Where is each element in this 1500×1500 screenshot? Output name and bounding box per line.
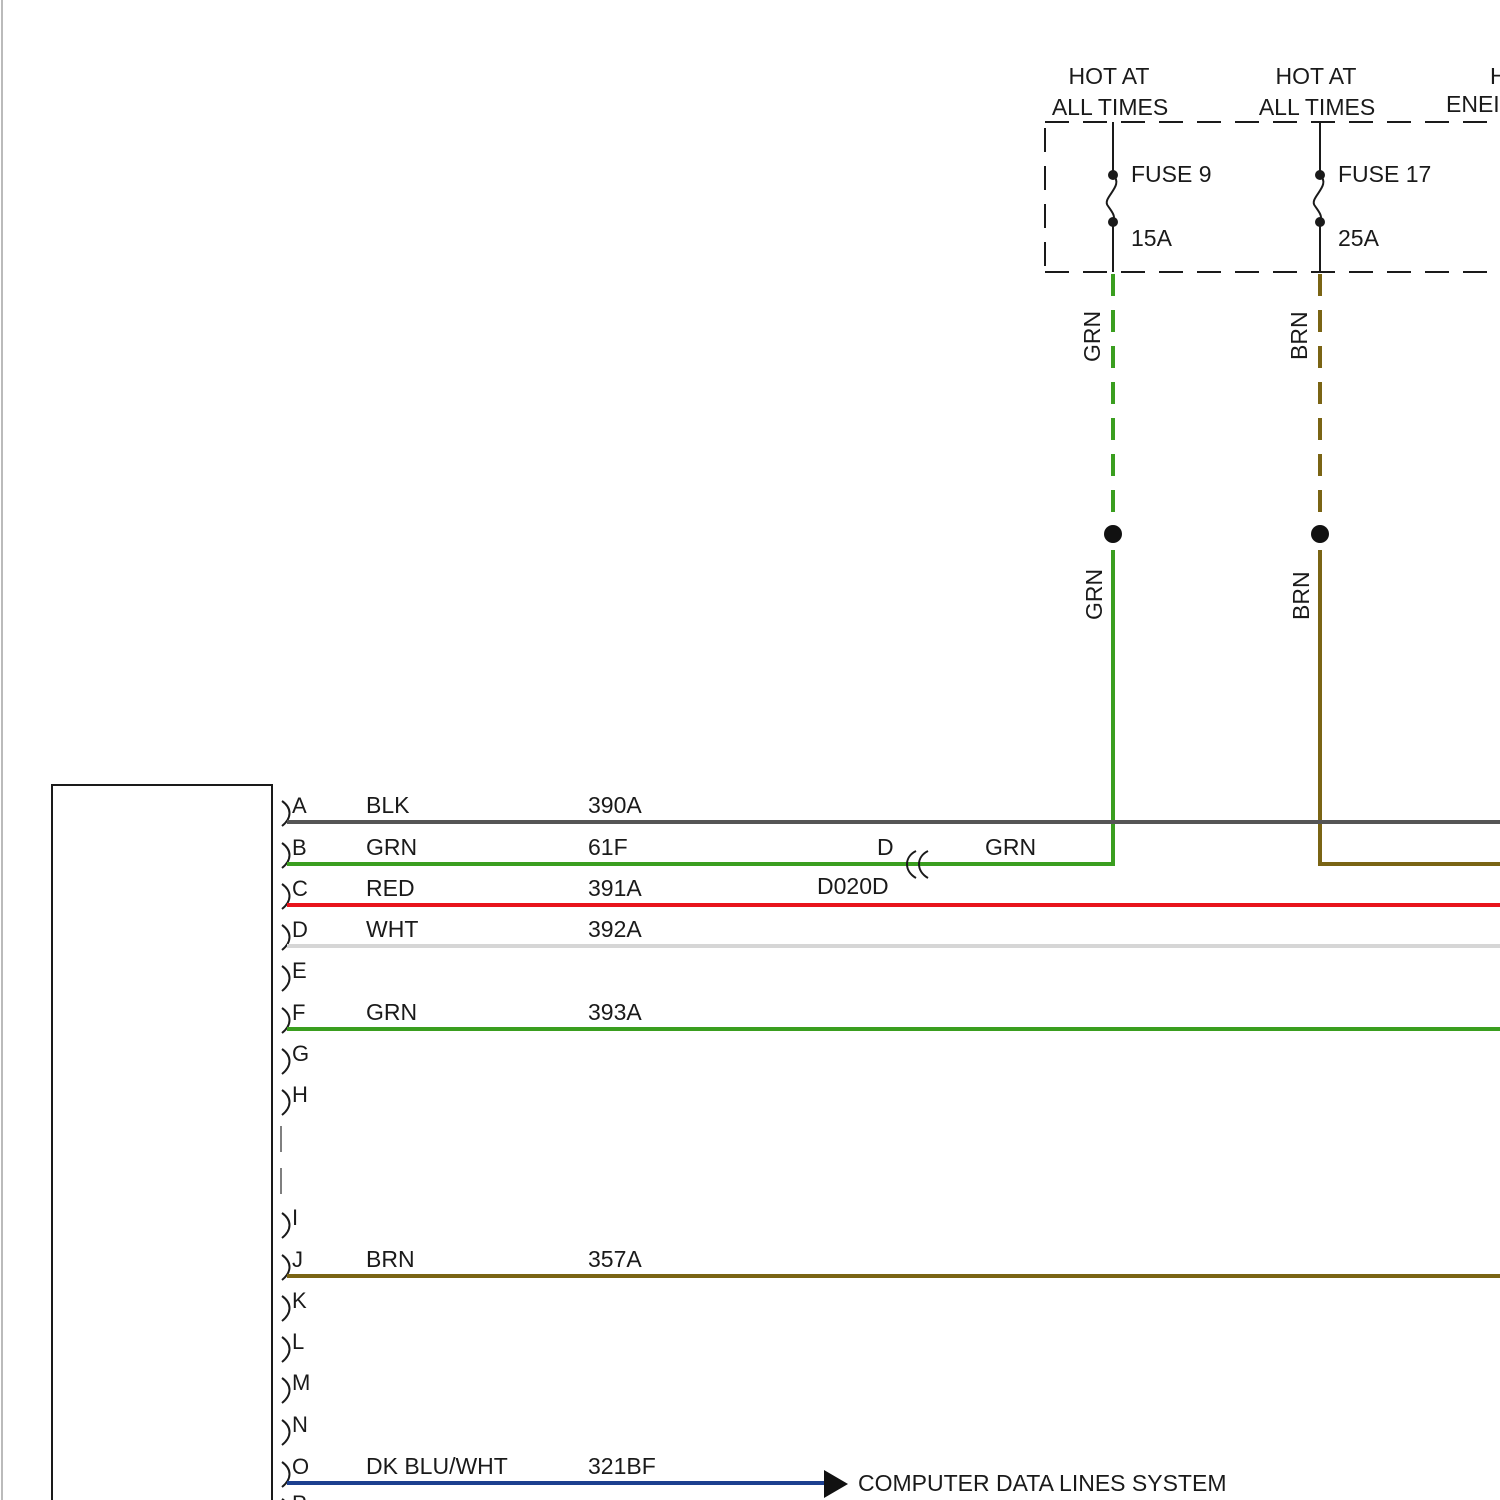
pin-bracket-e xyxy=(282,966,290,991)
fuse-9-name: FUSE 9 xyxy=(1131,161,1212,187)
pin-letter-k: K xyxy=(292,1288,307,1313)
pin-letter-p: P xyxy=(292,1491,307,1500)
destination-label: COMPUTER DATA LINES SYSTEM xyxy=(858,1470,1226,1496)
power-source-1-line2: ALL TIMES xyxy=(1052,94,1168,120)
wire-color-j: BRN xyxy=(366,1246,415,1272)
power-source-3-line1: H xyxy=(1490,63,1500,89)
pin-letter-d: D xyxy=(292,917,308,942)
pin-row-a: A BLK 390A xyxy=(282,792,1500,826)
pin-letter-f: F xyxy=(292,1000,305,1025)
pin-letter-n: N xyxy=(292,1412,308,1437)
pin-bracket-i xyxy=(282,1213,290,1238)
power-source-3-line2: ENEI xyxy=(1446,91,1500,117)
pin-row-f: F GRN 393A xyxy=(282,999,1500,1033)
pin-letter-m: M xyxy=(292,1370,310,1395)
inline-connector-wire-color: GRN xyxy=(985,834,1036,860)
pin-letter-o: O xyxy=(292,1454,309,1479)
pin-row-l: L xyxy=(282,1329,304,1362)
wire-color-c: RED xyxy=(366,875,415,901)
pin-row-d: D WHT 392A xyxy=(282,916,1500,950)
arrow-head-icon xyxy=(824,1470,848,1498)
wire-color-f: GRN xyxy=(366,999,417,1025)
fuse-17-wire: BRN BRN xyxy=(1286,274,1500,864)
pin-row-c: C RED 391A xyxy=(282,875,1500,909)
circuit-o: 321BF xyxy=(588,1453,656,1479)
pin-letter-i: I xyxy=(292,1205,298,1230)
fuse-9-wire-color-bottom: GRN xyxy=(1081,569,1107,620)
pin-letter-l: L xyxy=(292,1329,304,1354)
circuit-j: 357A xyxy=(588,1246,642,1272)
fuse-9-rating: 15A xyxy=(1131,225,1173,251)
fuse-17-rating: 25A xyxy=(1338,225,1380,251)
power-source-2-line2: ALL TIMES xyxy=(1259,94,1375,120)
wire-color-d: WHT xyxy=(366,916,418,942)
wire-color-o: DK BLU/WHT xyxy=(366,1453,508,1479)
inline-connector-d020d: D D020D GRN xyxy=(817,834,1036,899)
pin-letter-b: B xyxy=(292,835,307,860)
pin-row-e: E xyxy=(282,958,307,991)
pin-row-j: J BRN 357A xyxy=(282,1246,1500,1280)
module-box xyxy=(52,785,272,1500)
circuit-c: 391A xyxy=(588,875,642,901)
circuit-b: 61F xyxy=(588,834,628,860)
pin-row-h: H xyxy=(282,1082,308,1115)
fuse-9-wire: GRN GRN xyxy=(914,274,1122,864)
wire-color-b: GRN xyxy=(366,834,417,860)
inline-connector-id: D020D xyxy=(817,873,889,899)
pin-bracket-k xyxy=(282,1296,290,1321)
fuse-17-wire-color-bottom: BRN xyxy=(1288,571,1314,620)
pin-row-g: G xyxy=(282,1041,309,1074)
pin-letter-e: E xyxy=(292,958,307,983)
circuit-d: 392A xyxy=(588,916,642,942)
pin-bracket-g xyxy=(282,1049,290,1074)
pin-bracket-h xyxy=(282,1090,290,1115)
pin-row-i: I xyxy=(282,1205,298,1238)
pin-row-p: P xyxy=(282,1491,307,1500)
circuit-f: 393A xyxy=(588,999,642,1025)
power-source-1: HOT AT ALL TIMES xyxy=(1052,63,1168,120)
pin-letter-a: A xyxy=(292,793,307,818)
inline-connector-pin: D xyxy=(877,834,894,860)
connector-pins: A BLK 390A B GRN 61F C RED 391A D WHT 392A EF GRN 393A… xyxy=(281,792,1500,1500)
pin-bracket-n xyxy=(282,1420,290,1445)
power-source-1-line1: HOT AT xyxy=(1069,63,1150,89)
circuit-a: 390A xyxy=(588,792,642,818)
pin-letter-h: H xyxy=(292,1082,308,1107)
fuse-9-wire-color-top: GRN xyxy=(1079,311,1105,362)
pin-row-o: O DK BLU/WHT 321BF xyxy=(282,1453,828,1487)
power-source-3: H ENEI xyxy=(1446,63,1500,117)
pin-bracket-l xyxy=(282,1337,290,1362)
pin-row-b: B GRN 61F xyxy=(282,834,914,868)
fuse-17: FUSE 17 25A xyxy=(1314,122,1432,272)
power-source-2: HOT AT ALL TIMES xyxy=(1259,63,1375,120)
power-source-2-line1: HOT AT xyxy=(1276,63,1357,89)
pin-row-n: N xyxy=(282,1412,308,1445)
fuse-9: FUSE 9 15A xyxy=(1107,122,1212,272)
pin-bracket-m xyxy=(282,1378,290,1403)
pin-letter-j: J xyxy=(292,1247,303,1272)
wire-color-a: BLK xyxy=(366,792,410,818)
fuse-17-name: FUSE 17 xyxy=(1338,161,1431,187)
fuse-17-wire-color-top: BRN xyxy=(1286,311,1312,360)
pin-row-k: K xyxy=(282,1288,307,1321)
pin-letter-c: C xyxy=(292,876,308,901)
pin-letter-g: G xyxy=(292,1041,309,1066)
destination-arrow: COMPUTER DATA LINES SYSTEM xyxy=(824,1470,1226,1498)
pin-row-m: M xyxy=(282,1370,310,1403)
